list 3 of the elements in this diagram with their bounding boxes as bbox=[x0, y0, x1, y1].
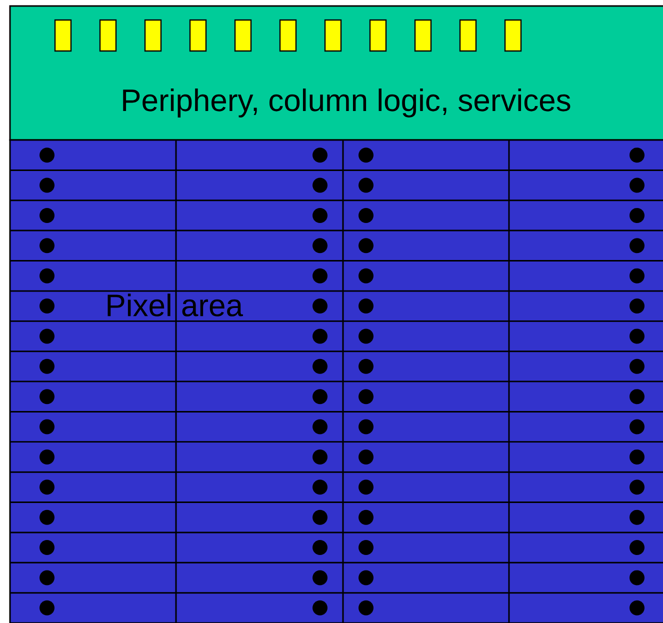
periphery-box bbox=[9, 5, 663, 141]
area-label: Periphery, column logic, services bbox=[123, 88, 570, 118]
area-label: Pixel area bbox=[108, 294, 244, 316]
